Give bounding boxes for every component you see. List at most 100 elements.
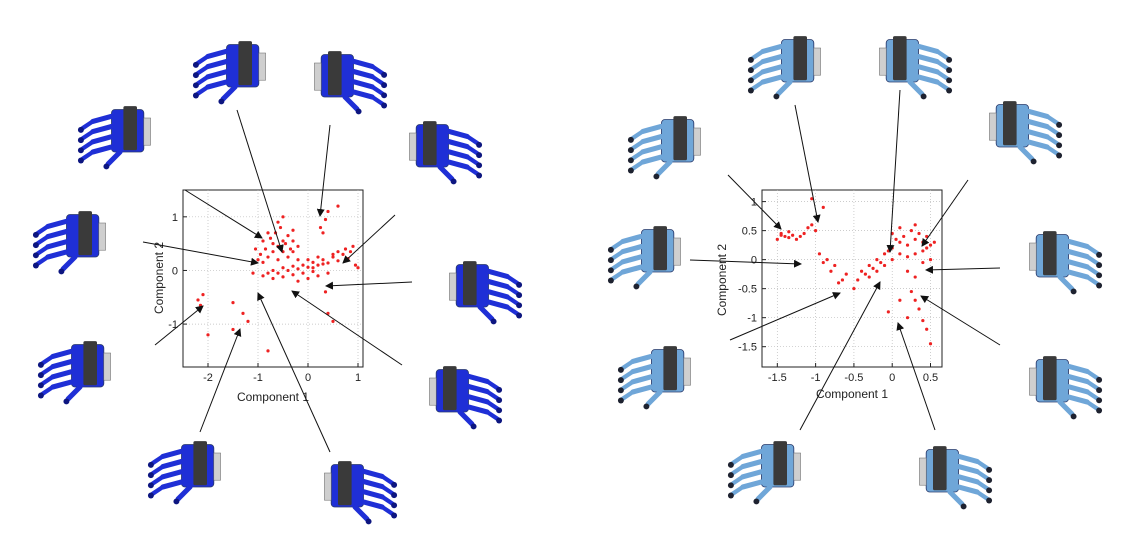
left-data-point (276, 220, 280, 224)
left-data-point (258, 252, 263, 256)
right-data-point (875, 258, 879, 262)
right-data-point (890, 258, 894, 262)
right-data-point (798, 234, 802, 239)
right-pointer-arrow (794, 104, 821, 223)
right-data-point (844, 272, 848, 276)
right-data-point (898, 252, 902, 256)
left-data-point (331, 255, 335, 259)
right-data-point (886, 310, 890, 314)
right-pointer-arrow (896, 322, 936, 431)
left-pointer-arrow (199, 328, 242, 433)
left-ylabel: Component 2 (152, 242, 166, 314)
right-hand-illustration (747, 36, 821, 100)
left-data-point (271, 268, 275, 273)
right-data-point (925, 234, 929, 239)
left-xtick-label: -1 (253, 372, 263, 384)
right-xtick-label: -1.5 (768, 372, 787, 384)
left-data-point (271, 242, 275, 246)
left-data-point (296, 244, 300, 248)
right-data-point (909, 289, 913, 294)
left-data-point (291, 228, 295, 232)
right-data-point (913, 275, 917, 279)
left-hand-illustration (324, 461, 398, 525)
right-data-point (917, 231, 921, 236)
right-data-point (932, 240, 936, 244)
left-data-point (306, 258, 310, 262)
right-data-point (836, 281, 841, 285)
left-data-point (321, 258, 325, 262)
left-data-point (281, 239, 285, 243)
right-data-point (829, 269, 833, 273)
right-data-point (902, 234, 906, 239)
left-data-point (281, 215, 285, 219)
right-data-point (775, 237, 779, 241)
right-data-point (909, 229, 913, 233)
right-data-point (898, 226, 902, 230)
right-hand-illustration (1029, 231, 1103, 295)
right-data-point (802, 231, 806, 236)
right-xtick-label: -0.5 (844, 372, 863, 384)
left-data-point (281, 275, 285, 279)
left-data-point (246, 319, 250, 324)
right-pointer-arrow (727, 174, 782, 230)
right-pointer-arrow (689, 259, 802, 268)
left-hand-illustration (37, 341, 111, 405)
left-data-point (231, 327, 235, 332)
left-xtick-label: -2 (203, 372, 213, 384)
right-data-point (817, 252, 822, 256)
right-data-point (856, 278, 860, 282)
left-data-point (253, 247, 258, 251)
left-data-point (348, 250, 353, 254)
left-data-point (316, 263, 320, 267)
right-hand-illustration (919, 446, 993, 510)
left-pointer-arrow (342, 214, 396, 264)
right-hand-illustration (879, 36, 953, 100)
left-data-point (301, 271, 305, 275)
right-pointer-arrow (886, 89, 901, 253)
right-ytick-label: -0.5 (738, 284, 757, 296)
right-data-point (821, 260, 825, 265)
right-pointer-arrow (799, 281, 881, 431)
left-data-point (266, 349, 270, 353)
left-data-point (276, 271, 280, 275)
left-data-point (286, 233, 290, 238)
left-hand-illustration (429, 366, 503, 430)
left-data-point (311, 269, 315, 274)
right-data-point (894, 237, 898, 241)
left-data-point (311, 260, 315, 265)
left-data-point (256, 258, 260, 262)
left-arrows (142, 109, 413, 453)
left-data-point (336, 204, 340, 208)
left-data-point (301, 263, 305, 267)
right-data-point (867, 275, 871, 279)
right-data-point (928, 342, 933, 346)
right-xtick-label: 0 (889, 372, 895, 384)
right-data-point (928, 243, 933, 247)
right-arrows (689, 89, 1001, 431)
right-data-point (871, 266, 875, 270)
left-pointer-arrow (184, 189, 263, 239)
right-ylabel: Component 2 (715, 244, 729, 316)
left-yticks: 10-1 (168, 212, 187, 331)
left-data-point (341, 252, 345, 256)
right-data-point (810, 197, 814, 201)
right-data-point (810, 223, 814, 227)
left-pointer-arrow (316, 124, 331, 217)
right-pointer-arrow (920, 295, 1001, 346)
left-data-point (263, 247, 268, 251)
right-data-point (779, 233, 783, 237)
left-data-point (296, 279, 300, 283)
right-data-point (852, 287, 856, 291)
right-plot-area (761, 189, 943, 368)
left-data-point (206, 333, 210, 337)
right-data-point (898, 298, 902, 302)
left-data-point (318, 225, 323, 230)
right-data-point (879, 260, 883, 265)
right-yticks: 10.50-0.5-1-1.5 (738, 197, 766, 354)
right-data-point (840, 278, 845, 282)
right-data-point (814, 229, 818, 233)
right-data-point (825, 258, 829, 262)
